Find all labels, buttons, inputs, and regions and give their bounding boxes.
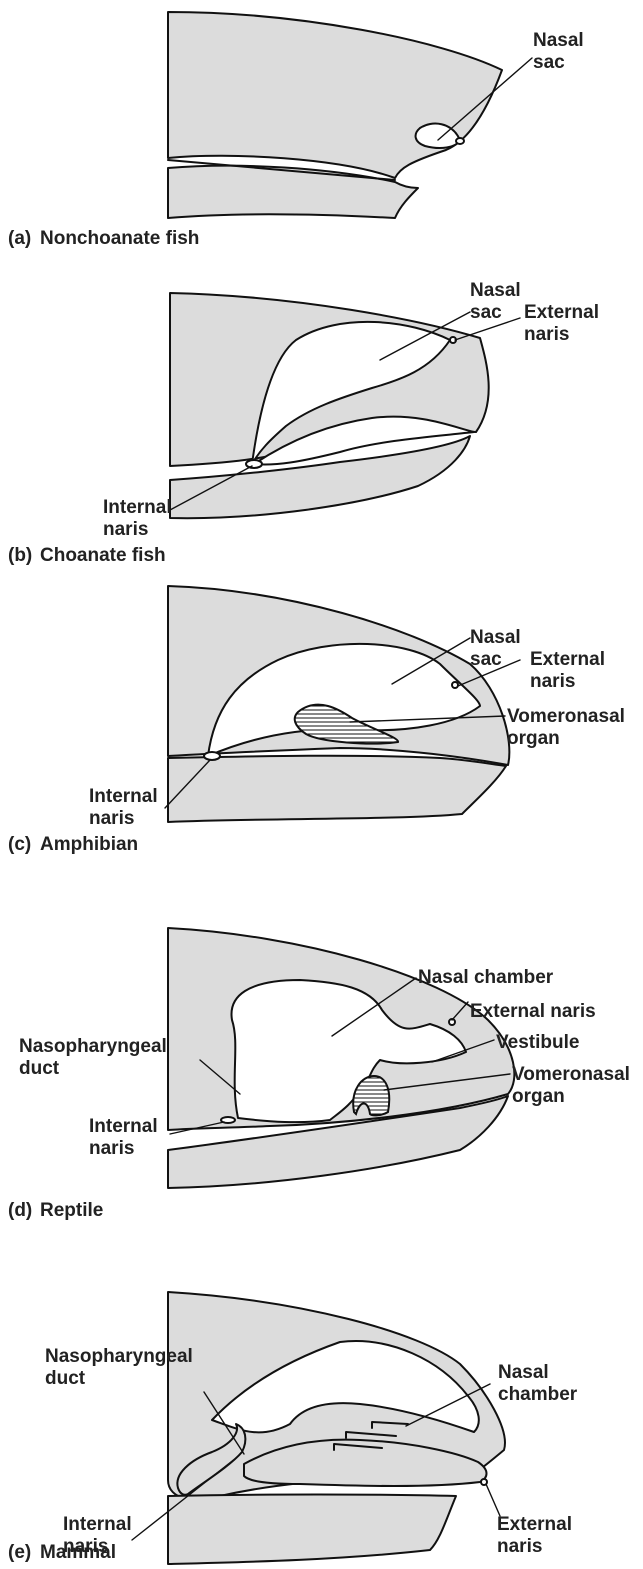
panel-b-internal-naris-label: Internal naris — [103, 497, 172, 541]
panel-b-caption-text: Choanate fish — [40, 545, 166, 566]
panel-c-external-naris-label: External naris — [530, 649, 605, 693]
panel-e-external-naris-label: External naris — [497, 1514, 572, 1558]
panel-d-caption-text: Reptile — [40, 1200, 103, 1221]
panel-d-vomeronasal-organ-label: Vomeronasal organ — [512, 1064, 630, 1108]
panel-c-external-naris-opening — [452, 682, 458, 688]
panel-b-internal-naris-opening — [246, 460, 262, 468]
panel-e-caption-letter: (e) — [8, 1542, 40, 1564]
panel-b-nasal-sac-label: Nasal sac — [470, 280, 521, 324]
panel-c-nasal-sac-label: Nasal sac — [470, 627, 521, 671]
panel-d-nasal-chamber-label: Nasal chamber — [418, 967, 553, 989]
panel-b-drawing — [170, 293, 520, 518]
panel-c-lower-jaw — [168, 756, 506, 822]
panel-e-lower-jaw — [168, 1495, 456, 1565]
panel-d-external-naris-label: External naris — [470, 1001, 596, 1023]
panel-c-caption-text: Amphibian — [40, 834, 138, 855]
panel-a-upper-head — [168, 12, 502, 178]
panel-b-caption-letter: (b) — [8, 545, 40, 567]
panel-a-nasal-sac-label: Nasal sac — [533, 30, 584, 74]
panel-e-drawing — [132, 1292, 505, 1564]
panel-c-internal-naris-opening — [204, 752, 220, 760]
panel-d-internal-naris-label: Internal naris — [89, 1116, 158, 1160]
panel-b-caption: (b)Choanate fish — [8, 545, 166, 567]
panel-d-nasopharyngeal-duct-label: Nasopharyngeal duct — [19, 1036, 167, 1080]
panel-d-caption-letter: (d) — [8, 1200, 40, 1222]
panel-e-caption-text: Mammal — [40, 1542, 116, 1563]
panel-a-caption-text: Nonchoanate fish — [40, 228, 199, 249]
panel-e-nasopharyngeal-duct-label: Nasopharyngeal duct — [45, 1346, 193, 1390]
panel-e-caption: (e)Mammal — [8, 1542, 116, 1564]
panel-d-caption: (d)Reptile — [8, 1200, 103, 1222]
panel-c-vomeronasal-organ-label: Vomeronasal organ — [507, 706, 625, 750]
panel-b-external-naris-label: External naris — [524, 302, 599, 346]
panel-c-internal-naris-label: Internal naris — [89, 786, 158, 830]
panel-e-external-naris-leader — [486, 1484, 500, 1516]
panel-a-drawing — [168, 12, 532, 218]
panel-c-drawing — [165, 586, 520, 822]
panel-c-caption-letter: (c) — [8, 834, 40, 856]
panel-a-naris-opening — [456, 138, 464, 144]
panel-a-caption-letter: (a) — [8, 228, 40, 250]
panel-a-caption: (a)Nonchoanate fish — [8, 228, 199, 250]
panel-d-vestibule-label: Vestibule — [496, 1032, 579, 1054]
panel-c-caption: (c)Amphibian — [8, 834, 138, 856]
panel-e-nasal-chamber-label: Nasal chamber — [498, 1362, 577, 1406]
